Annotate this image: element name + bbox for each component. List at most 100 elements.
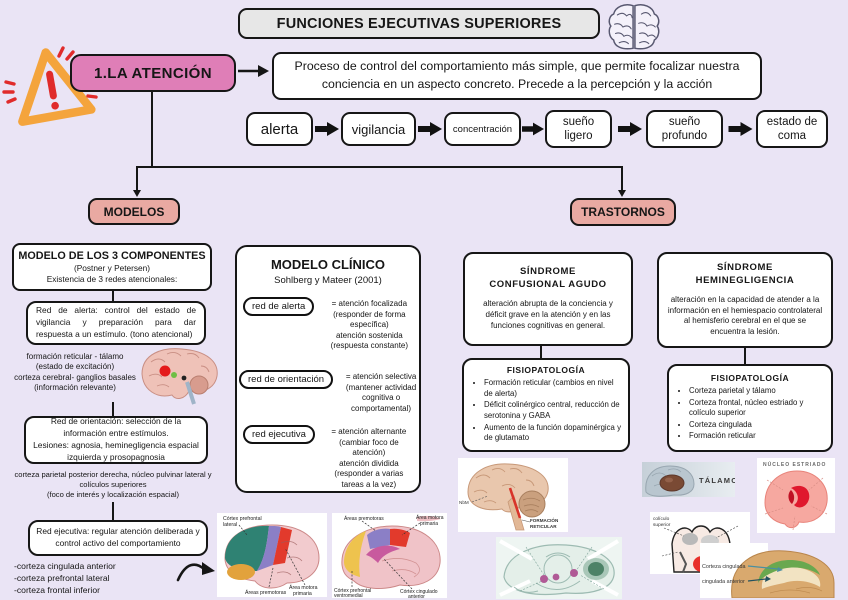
connector-modelos-drop: [136, 166, 139, 190]
heminegligencia-body: alteración en la capacidad de atender a …: [667, 294, 823, 337]
page-title-box: FUNCIONES EJECUTIVAS SUPERIORES: [238, 8, 600, 39]
pill-red-de-alerta: red de alerta: [243, 297, 315, 316]
brain-formacion-reticular-image: NbM FORMACIÓN RETICULAR: [458, 458, 568, 532]
flow-step-sueno-profundo: sueño profundo: [646, 110, 723, 148]
nucleo-estriado-label: NÚCLEO ESTRIADO: [763, 461, 826, 468]
fisio1-item: Déficit colinérgico central, reducción d…: [484, 400, 624, 421]
fisio2-item: Formación reticular: [689, 431, 827, 442]
red-alerta-detail: formación reticular - tálamo (estado de …: [14, 352, 136, 393]
flow-arrow-icon: [522, 122, 544, 136]
fisio2-item: Corteza cingulada: [689, 420, 827, 431]
red-alerta-box: Red de alerta: control del estado de vig…: [26, 301, 206, 345]
atencion-label: 1.LA ATENCIÓN: [94, 64, 212, 82]
modelo3-header-box: MODELO DE LOS 3 COMPONENTES (Postner y P…: [12, 243, 212, 291]
fisio1-list: Formación reticular (cambios en nivel de…: [468, 378, 624, 444]
clinico-row-ejecutiva: red ejecutiva = atención alternante (cam…: [243, 425, 419, 490]
svg-text:primaria: primaria: [293, 591, 312, 597]
connector-branch-horizontal: [136, 166, 623, 169]
brain-icon: [608, 4, 660, 50]
atencion-description: Proceso de control del comportamiento má…: [294, 59, 740, 91]
flow-step-sueno-ligero: sueño ligero: [545, 110, 612, 148]
confusional-title: SÍNDROME CONFUSIONAL AGUDO: [489, 266, 607, 291]
talamo-image: TÁLAMO: [642, 462, 735, 497]
pill-red-de-orientacion: red de orientación: [239, 370, 334, 389]
fisio2-list: Corteza parietal y tálamo Corteza fronta…: [673, 386, 827, 443]
warning-icon: [2, 46, 99, 126]
reticular-label-nbm: NbM: [459, 500, 469, 505]
red-ejecutiva-box: Red ejecutiva: regular atención delibera…: [28, 520, 208, 556]
atencion-description-box: Proceso de control del comportamiento má…: [272, 52, 762, 100]
fisio1-item: Formación reticular (cambios en nivel de…: [484, 378, 624, 399]
modelo3-note: Existencia de 3 redes atencionales:: [46, 274, 178, 284]
fisio1-title: FISIOPATOLOGÍA: [506, 365, 586, 376]
medial-label-premotoras: Áreas premotoras: [344, 515, 384, 522]
nucleo-estriado-image: NÚCLEO ESTRIADO: [757, 458, 835, 533]
connector-hemineg-fisio: [744, 346, 747, 364]
cingulada-anterior-label: cingulada anterior: [702, 579, 745, 585]
connector-atencion-down: [151, 92, 154, 168]
heminegligencia-title: SÍNDROME HEMINEGLIGENCIA: [695, 262, 795, 286]
flow-step-alerta: alerta: [246, 112, 313, 146]
confusional-body: alteración abrupta de la conciencia y dé…: [483, 299, 613, 330]
flow-step-concentracion: concentración: [444, 112, 521, 146]
clinico-orientacion-text: = atención selectiva (mantener actividad…: [345, 372, 417, 413]
medial-label-cingulado: Córtex cingulado: [400, 589, 438, 595]
flow-arrow-icon: [418, 122, 442, 136]
brain-network-diagram-image: [496, 537, 622, 599]
svg-text:RETICULAR: RETICULAR: [530, 524, 557, 529]
red-ejecutiva-text: Red ejecutiva: regular atención delibera…: [36, 526, 200, 548]
fisiopatologia-confusional-box: FISIOPATOLOGÍA Formación reticular (camb…: [462, 358, 630, 452]
talamo-label: TÁLAMO: [699, 476, 735, 485]
brain-medial-colored-image: Áreas premotoras Área motora primaria Có…: [332, 513, 447, 598]
clinico-ejecutiva-text: = atención alternante (cambiar foco de a…: [331, 427, 407, 489]
coliculo-label: colículo: [653, 516, 670, 522]
lateral-label-premotoras: Áreas premotoras: [245, 589, 287, 596]
flow-arrow-icon: [315, 122, 339, 136]
connector-m3-1: [112, 290, 115, 301]
modelo3-title: MODELO DE LOS 3 COMPONENTES: [18, 250, 206, 262]
corteza-cingulada-label: Corteza cingulada: [702, 564, 745, 570]
fisio2-item: Corteza frontal, núcleo estriado y colíc…: [689, 398, 827, 419]
brain-lateral-colored-image: Córtex prefrontal lateral Áreas premotor…: [217, 513, 327, 597]
svg-text:anterior: anterior: [408, 594, 425, 598]
connector-m3-2: [112, 402, 115, 417]
clinico-row-orientacion: red de orientación = atención selectiva …: [239, 370, 425, 414]
fisio1-item: Aumento de la función dopaminérgica y de…: [484, 423, 624, 444]
pill-red-ejecutiva: red ejecutiva: [243, 425, 315, 444]
reticular-label: FORMACIÓN: [530, 516, 559, 523]
clinico-alerta-text: = atención focalizada (responder de form…: [330, 299, 409, 351]
flow-arrow-icon: [728, 122, 753, 136]
clinico-subtitle: Sohlberg y Mateer (2001): [274, 275, 382, 286]
medial-label-ventromedial: Córtex prefrontal: [334, 588, 371, 594]
red-alerta-text: Red de alerta: control del estado de vig…: [36, 305, 196, 339]
modelo-clinico-box: MODELO CLÍNICO Sohlberg y Mateer (2001) …: [235, 245, 421, 493]
lateral-label-prefrontal: Córtex prefrontal: [223, 516, 262, 522]
fisio2-title: FISIOPATOLOGÍA: [710, 373, 790, 384]
clinico-row-alerta: red de alerta = atención focalizada (res…: [243, 297, 420, 352]
fisio2-item: Corteza parietal y tálamo: [689, 386, 827, 397]
sindrome-confusional-box: SÍNDROME CONFUSIONAL AGUDO alteración ab…: [463, 252, 633, 346]
svg-text:lateral: lateral: [223, 522, 237, 528]
red-orientacion-box: Red de orientación: selección de la info…: [24, 416, 208, 464]
atencion-node: 1.LA ATENCIÓN: [70, 54, 236, 92]
branch-trastornos: TRASTORNOS: [570, 198, 676, 226]
connector-m3-3: [112, 502, 115, 521]
sindrome-heminegligencia-box: SÍNDROME HEMINEGLIGENCIA alteración en l…: [657, 252, 833, 348]
fisiopatologia-heminegligencia-box: FISIOPATOLOGÍA Corteza parietal y tálamo…: [667, 364, 833, 452]
lateral-label-motora: Área motora: [289, 584, 318, 591]
clinico-title: MODELO CLÍNICO: [270, 257, 386, 272]
red-ejecutiva-detail: -corteza cingulada anterior -corteza pre…: [14, 561, 116, 596]
modelo3-subtitle: (Postner y Petersen): [73, 263, 151, 273]
arrowhead-modelos: [133, 190, 141, 197]
connector-confusional-fisio: [540, 344, 543, 359]
connector-trastornos-drop: [621, 166, 624, 190]
curved-arrow-icon: [176, 562, 215, 582]
flow-step-estado-coma: estado de coma: [756, 110, 828, 148]
svg-text:primaria: primaria: [420, 521, 438, 527]
svg-text:superior: superior: [653, 522, 671, 528]
flow-arrow-icon: [618, 122, 642, 136]
page-title: FUNCIONES EJECUTIVAS SUPERIORES: [276, 15, 562, 32]
svg-text:ventromedial: ventromedial: [334, 593, 363, 598]
flow-step-vigilancia: vigilancia: [341, 112, 416, 146]
